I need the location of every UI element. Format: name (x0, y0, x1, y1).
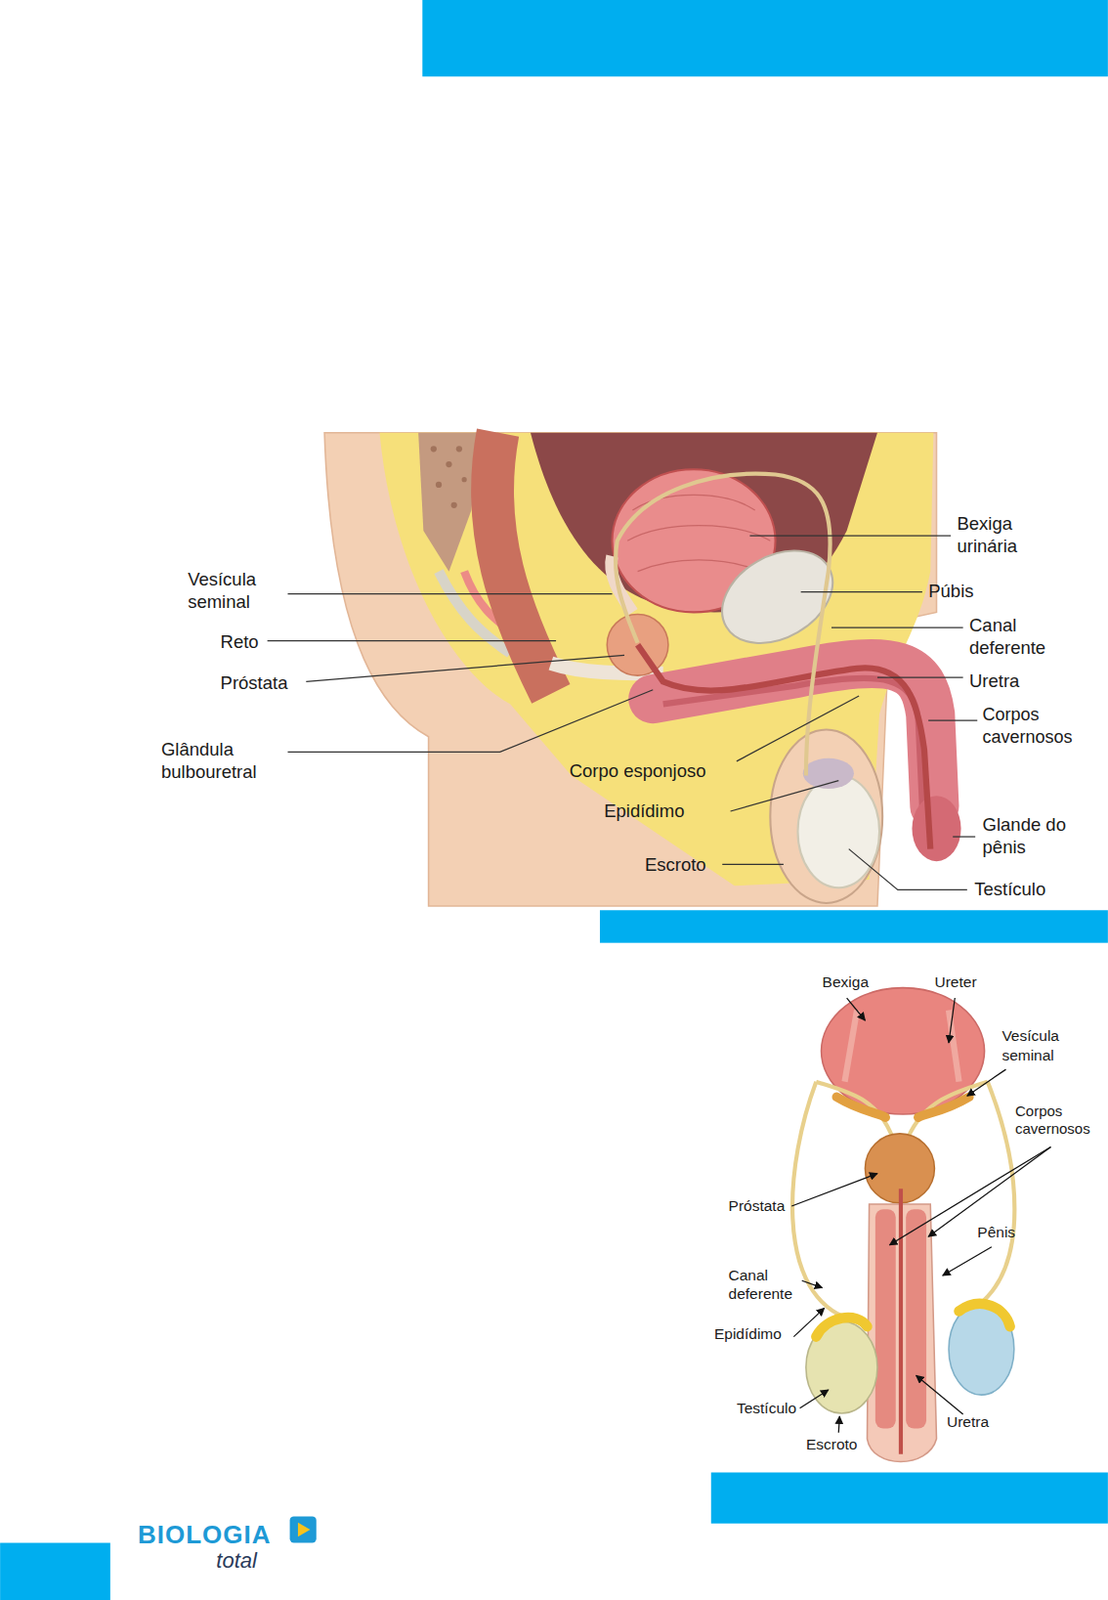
arrow (928, 1146, 1051, 1236)
leader-line (305, 654, 625, 682)
leader-line (288, 689, 654, 753)
part-label: Epidídimo (603, 799, 684, 822)
arrow (847, 997, 866, 1021)
part-label: Ureter (934, 972, 977, 991)
arrow (793, 1307, 824, 1336)
sagittal-illustration (456, 445, 463, 452)
leader-line (952, 835, 976, 837)
sagittal-illustration (911, 795, 961, 861)
part-label: Corpos cavernosos (1015, 1102, 1102, 1140)
frontal-illustration (958, 1303, 1010, 1326)
part-label: Canal deferente (728, 1265, 803, 1304)
sagittal-illustration (803, 758, 854, 789)
arrow (942, 1246, 992, 1276)
sagittal-illustration (798, 774, 881, 888)
sagittal-illustration (430, 445, 468, 509)
blue-bar (711, 1471, 1108, 1523)
leader-line (267, 639, 556, 641)
sagittal-illustration (705, 531, 850, 662)
arrow (800, 1389, 829, 1408)
leader-line (288, 593, 613, 595)
part-label: Testículo (736, 1398, 797, 1417)
sagittal-illustration (445, 461, 452, 468)
frontal-illustration (898, 1188, 903, 1453)
part-label: Corpo esponjoso (569, 759, 707, 782)
arrow (948, 997, 955, 1043)
arrow (791, 1173, 878, 1206)
logo-text: BIOLOGIA (137, 1518, 272, 1551)
logo-icon (290, 1515, 317, 1542)
part-label: Uretra (946, 1411, 989, 1431)
blue-bar (599, 909, 1108, 942)
leader-line (849, 849, 968, 891)
frontal-illustration (815, 1317, 867, 1337)
sagittal-illustration (418, 432, 480, 572)
part-label: Púbis (928, 579, 974, 602)
frontal-illustration (948, 1302, 1015, 1395)
sagittal-illustration (492, 432, 552, 694)
part-label: Corpos cavernosos (982, 703, 1098, 748)
logo-text: total (215, 1546, 257, 1575)
part-label: Vesícula seminal (1001, 1025, 1086, 1065)
frontal-illustration (845, 1010, 960, 1082)
sagittal-illustration (615, 473, 831, 776)
frontal-illustration (821, 987, 985, 1114)
part-label: Próstata (220, 671, 289, 694)
sagittal-illustration (451, 502, 458, 509)
blue-bar (0, 1542, 111, 1600)
arrow (916, 1374, 964, 1414)
sagittal-illustration (324, 432, 937, 906)
frontal-illustration (905, 1208, 927, 1428)
part-label: Bexiga urinária (956, 511, 1051, 557)
part-label: Glândula bulbouretral (161, 737, 290, 783)
sagittal-illustration (435, 481, 442, 488)
leader-line (877, 677, 964, 679)
blue-bar (422, 0, 1108, 77)
leader-line (730, 780, 840, 811)
part-label: Escroto (806, 1434, 858, 1453)
arrow (967, 1068, 1007, 1096)
part-label: Bexiga (822, 972, 869, 991)
part-label: Próstata (728, 1195, 786, 1215)
arrow (802, 1279, 823, 1287)
sagittal-illustration (324, 432, 961, 906)
part-label: Epidídimo (714, 1323, 782, 1343)
part-label: Glande do pênis (982, 812, 1083, 858)
logo-icon (298, 1522, 311, 1537)
part-label: Uretra (969, 669, 1020, 692)
sagittal-illustration (769, 728, 883, 902)
sagittal-illustration (430, 445, 437, 452)
frontal-illustration (792, 987, 1015, 1462)
frontal-illustration (815, 1081, 987, 1138)
part-label: Reto (220, 630, 259, 653)
leader-line (722, 863, 784, 865)
logo-icon (290, 1515, 317, 1542)
part-label: Canal deferente (969, 613, 1071, 659)
sagittal-illustration (462, 476, 468, 482)
leader-line (831, 626, 964, 628)
leader-line (801, 591, 923, 593)
leader-line (267, 535, 979, 890)
leader-line (736, 695, 859, 762)
leader-line (749, 534, 951, 536)
frontal-illustration (836, 1096, 970, 1117)
arrow (838, 1415, 840, 1433)
part-label: Pênis (977, 1222, 1016, 1241)
part-label: Escroto (644, 852, 707, 876)
part-label: Testículo (974, 877, 1046, 900)
part-label: Vesícula seminal (187, 567, 290, 613)
arrow (889, 1146, 1051, 1244)
leader-line (928, 719, 978, 721)
frontal-illustration (875, 1208, 896, 1428)
